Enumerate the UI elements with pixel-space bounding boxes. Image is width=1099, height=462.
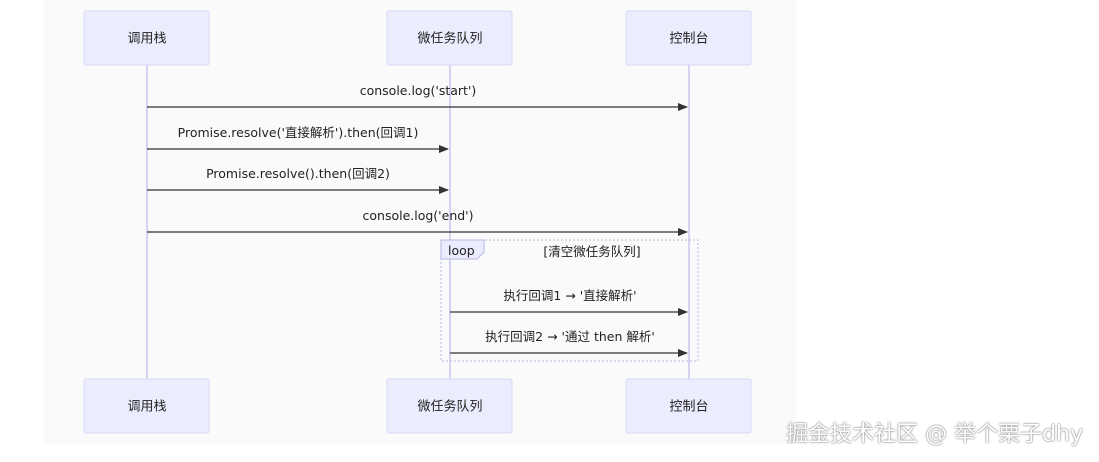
message-2: Promise.resolve('直接解析').then(回调1)	[147, 125, 449, 153]
message-1-label: console.log('start')	[360, 83, 477, 98]
message-6: 执行回调2 → '通过 then 解析'	[450, 329, 688, 357]
sequence-diagram-svg: 调用栈 微任务队列 控制台 console.log('start') Promi…	[83, 10, 752, 434]
message-4: console.log('end')	[147, 208, 688, 236]
message-5: 执行回调1 → '直接解析'	[450, 288, 688, 316]
actor-callstack-top: 调用栈	[83, 10, 210, 66]
actor-microtask-label: 微任务队列	[417, 31, 482, 47]
loop-frame: loop [清空微任务队列]	[440, 239, 699, 362]
actor-callstack-label: 调用栈	[127, 32, 166, 47]
actor-microtask-top: 微任务队列	[386, 10, 513, 66]
message-1: console.log('start')	[147, 83, 688, 111]
loop-keyword: loop	[448, 243, 475, 258]
message-6-label: 执行回调2 → '通过 then 解析'	[485, 329, 655, 344]
sequence-diagram: 调用栈 微任务队列 控制台 console.log('start') Promi…	[44, 0, 796, 444]
loop-condition: [清空微任务队列]	[543, 244, 640, 259]
actor-console-label: 控制台	[669, 32, 708, 47]
actor-console-bottom-label: 控制台	[669, 400, 708, 415]
message-3-label: Promise.resolve().then(回调2)	[206, 166, 390, 181]
message-2-label: Promise.resolve('直接解析').then(回调1)	[178, 125, 419, 140]
actor-console-bottom: 控制台	[625, 378, 752, 434]
message-4-label: console.log('end')	[363, 208, 474, 223]
message-5-label: 执行回调1 → '直接解析'	[503, 288, 636, 303]
actor-microtask-bottom: 微任务队列	[386, 378, 513, 434]
actor-microtask-bottom-label: 微任务队列	[417, 399, 482, 415]
actor-callstack-bottom: 调用栈	[83, 378, 210, 434]
actor-callstack-bottom-label: 调用栈	[127, 400, 166, 415]
watermark: 掘金技术社区 @ 举个栗子dhy	[786, 422, 1083, 447]
actor-console-top: 控制台	[625, 10, 752, 66]
message-3: Promise.resolve().then(回调2)	[147, 166, 449, 194]
